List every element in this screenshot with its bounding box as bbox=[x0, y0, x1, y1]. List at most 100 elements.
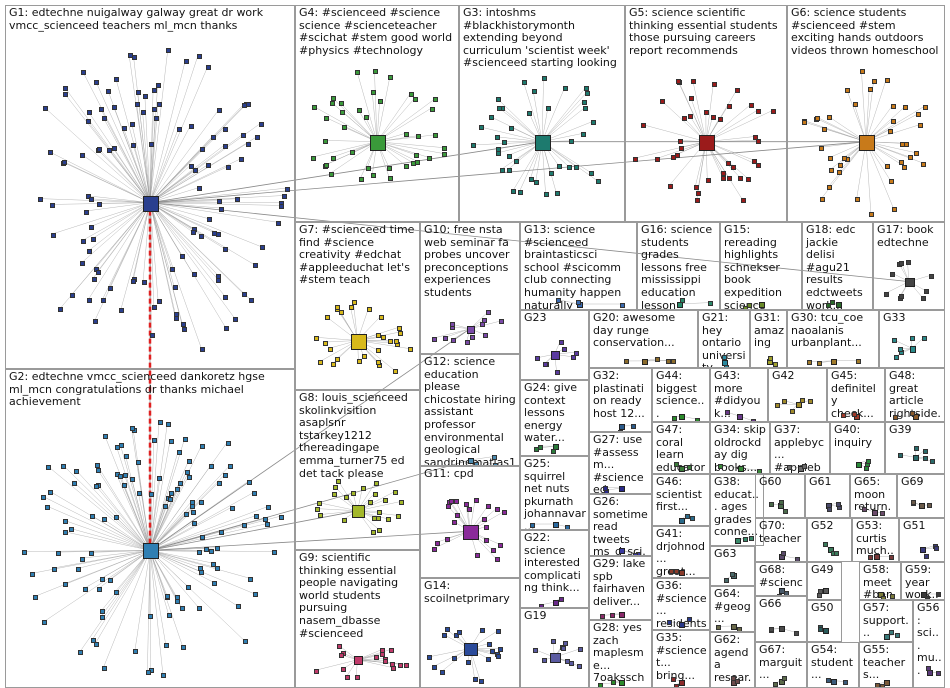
node[interactable] bbox=[923, 448, 929, 454]
node[interactable] bbox=[527, 111, 533, 117]
node[interactable] bbox=[489, 649, 495, 655]
node[interactable] bbox=[199, 233, 205, 239]
node[interactable] bbox=[879, 510, 885, 516]
node[interactable] bbox=[106, 88, 112, 94]
node[interactable] bbox=[782, 399, 788, 405]
hub-node-g52[interactable] bbox=[827, 547, 834, 554]
node[interactable] bbox=[233, 317, 239, 323]
node[interactable] bbox=[344, 495, 350, 501]
node[interactable] bbox=[314, 335, 320, 341]
node[interactable] bbox=[597, 682, 603, 687]
node[interactable] bbox=[887, 128, 893, 134]
node[interactable] bbox=[117, 473, 123, 479]
hub-node-g25[interactable] bbox=[552, 522, 559, 528]
node[interactable] bbox=[197, 186, 203, 192]
node[interactable] bbox=[926, 665, 932, 671]
node[interactable] bbox=[679, 145, 685, 151]
node[interactable] bbox=[413, 96, 419, 102]
node[interactable] bbox=[721, 170, 727, 176]
node[interactable] bbox=[278, 203, 284, 209]
node[interactable] bbox=[840, 412, 846, 418]
node[interactable] bbox=[859, 69, 865, 75]
hub-node-g12[interactable] bbox=[468, 458, 474, 464]
node[interactable] bbox=[50, 232, 56, 238]
node[interactable] bbox=[499, 319, 505, 325]
node[interactable] bbox=[372, 492, 378, 498]
node[interactable] bbox=[225, 440, 231, 446]
node[interactable] bbox=[86, 109, 92, 115]
node[interactable] bbox=[235, 604, 241, 610]
node[interactable] bbox=[199, 570, 205, 576]
node[interactable] bbox=[129, 426, 135, 432]
node[interactable] bbox=[905, 260, 911, 266]
node[interactable] bbox=[434, 540, 440, 546]
hub-node-g7[interactable] bbox=[350, 333, 367, 350]
node[interactable] bbox=[771, 108, 777, 114]
node[interactable] bbox=[325, 315, 331, 321]
node[interactable] bbox=[178, 481, 184, 487]
node[interactable] bbox=[223, 247, 229, 253]
node[interactable] bbox=[100, 576, 106, 582]
node[interactable] bbox=[383, 658, 389, 664]
node[interactable] bbox=[923, 104, 929, 110]
node[interactable] bbox=[33, 594, 39, 600]
node[interactable] bbox=[899, 294, 905, 300]
hub-node-g46[interactable] bbox=[679, 518, 685, 524]
node[interactable] bbox=[148, 614, 154, 620]
hub-node-g38[interactable] bbox=[735, 538, 741, 544]
node[interactable] bbox=[404, 164, 410, 170]
node[interactable] bbox=[546, 105, 552, 111]
node[interactable] bbox=[822, 127, 828, 133]
node[interactable] bbox=[486, 310, 492, 316]
node[interactable] bbox=[379, 314, 385, 320]
node[interactable] bbox=[936, 592, 942, 598]
node[interactable] bbox=[531, 88, 537, 94]
node[interactable] bbox=[193, 167, 199, 173]
node[interactable] bbox=[48, 150, 54, 156]
node[interactable] bbox=[781, 550, 787, 556]
node[interactable] bbox=[190, 509, 196, 515]
node[interactable] bbox=[216, 273, 222, 279]
node[interactable] bbox=[471, 143, 477, 149]
node[interactable] bbox=[317, 360, 323, 366]
hub-node-g51[interactable] bbox=[920, 547, 926, 554]
node[interactable] bbox=[867, 554, 873, 560]
node[interactable] bbox=[493, 462, 499, 465]
node[interactable] bbox=[108, 285, 114, 291]
node[interactable] bbox=[156, 101, 162, 107]
node[interactable] bbox=[506, 167, 512, 173]
node[interactable] bbox=[94, 79, 100, 85]
node[interactable] bbox=[276, 220, 282, 226]
node[interactable] bbox=[432, 133, 438, 139]
node[interactable] bbox=[398, 662, 404, 668]
node[interactable] bbox=[936, 671, 942, 677]
node[interactable] bbox=[50, 202, 56, 208]
node[interactable] bbox=[443, 336, 449, 342]
hub-node-g39[interactable] bbox=[913, 455, 919, 462]
hub-node-g37[interactable] bbox=[798, 466, 804, 472]
node[interactable] bbox=[199, 444, 205, 450]
node[interactable] bbox=[95, 269, 101, 275]
node[interactable] bbox=[666, 619, 672, 625]
node[interactable] bbox=[429, 106, 435, 112]
node[interactable] bbox=[475, 553, 481, 559]
hub-node-g4[interactable] bbox=[370, 134, 386, 151]
node[interactable] bbox=[899, 159, 905, 165]
node[interactable] bbox=[490, 547, 496, 553]
node[interactable] bbox=[721, 175, 727, 181]
node[interactable] bbox=[633, 552, 639, 555]
node[interactable] bbox=[782, 509, 788, 515]
node[interactable] bbox=[199, 534, 205, 540]
node[interactable] bbox=[85, 118, 91, 124]
hub-node-g8[interactable] bbox=[351, 505, 366, 519]
node[interactable] bbox=[730, 571, 736, 577]
node[interactable] bbox=[867, 87, 873, 93]
node[interactable] bbox=[717, 464, 723, 469]
hub-node-g17[interactable] bbox=[905, 277, 915, 288]
node[interactable] bbox=[113, 590, 119, 596]
hub-node-g50[interactable] bbox=[822, 628, 829, 635]
node[interactable] bbox=[91, 276, 97, 282]
node[interactable] bbox=[800, 397, 806, 403]
node[interactable] bbox=[130, 121, 136, 127]
node[interactable] bbox=[218, 530, 224, 536]
